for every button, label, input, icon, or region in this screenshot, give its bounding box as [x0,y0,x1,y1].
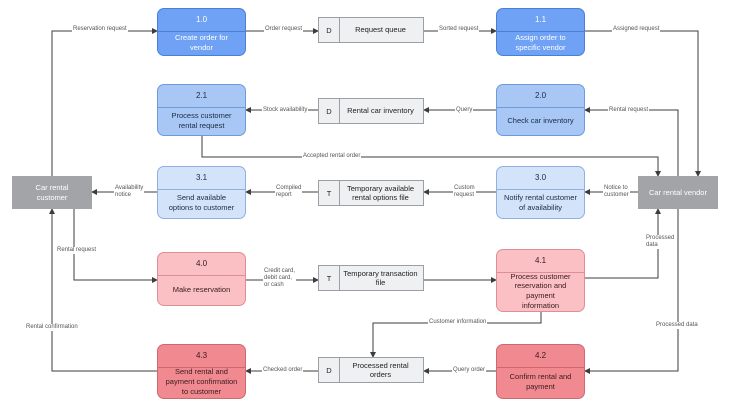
process-name: Make reservation [172,284,231,294]
process-name: Process customer rental request [171,110,232,130]
flow-label-checked-order: Checked order [262,367,304,375]
process-4-0[interactable]: 4.0 Make reservation [157,252,246,306]
process-id: 3.0 [534,173,547,182]
flow-label-rental-request-vendor: Rental request [608,107,650,115]
flow-label-rental-request-customer: Rental request [56,247,98,255]
flow-label-processed-data-lower: Processed data [655,322,699,330]
process-name: Assign order to specific vendor [515,32,566,52]
store-name: Temporary available rental options file [346,183,415,202]
process-name: Create order for vendor [175,32,228,52]
flow-label-payment-method: Credit card, debit card, or cash [263,268,297,290]
process-name: Notify rental customer of availability [504,193,577,212]
store-processed-rental-orders[interactable]: D Processed rental orders [318,357,424,383]
process-4-3[interactable]: 4.3 Send rental and payment confirmation… [157,344,246,399]
flow-label-availability-notice: Availability notice [114,185,145,200]
process-id: 3.1 [195,173,208,182]
conn-processed-data-upper [585,208,661,279]
process-3-1[interactable]: 3.1 Send available options to customer [157,166,246,219]
flow-label-customer-information: Customer information [428,319,488,327]
store-name: Rental car inventory [347,106,414,116]
flow-label-stock-availability: Stock availability [262,107,309,115]
conn-rental-request-vendor [584,107,679,176]
process-id: 1.0 [195,15,208,24]
process-id: 4.1 [534,256,547,265]
flow-label-sorted-request: Sorted request [438,26,480,34]
store-type: D [319,18,340,42]
flow-label-query: Query [455,107,474,115]
flow-label-compiled-report: Compiled report [275,185,303,200]
process-1-0[interactable]: 1.0 Create order for vendor [157,8,246,56]
store-type: T [319,181,340,205]
flow-label-order-request: Order request [264,26,304,34]
process-id: 2.0 [534,91,547,100]
conn-rental-request-cust [73,209,158,283]
process-4-2[interactable]: 4.2 Confirm rental and payment [496,344,585,399]
flow-label-assigned-request: Assigned request [612,26,661,34]
process-name: Check car inventory [507,115,574,125]
process-name: Send rental and payment confirmation to … [165,367,238,396]
flow-label-processed-data-upper: Processed data [645,235,676,250]
process-3-0[interactable]: 3.0 Notify rental customer of availabili… [496,166,585,219]
store-name: Request queue [355,25,406,35]
flow-label-notice-to-customer: Notice to customer [603,185,630,200]
store-type: D [319,358,340,382]
store-name: Temporary transaction file [343,268,418,287]
flow-label-reservation-request: Reservation request [72,26,128,34]
process-2-0[interactable]: 2.0 Check car inventory [496,84,585,136]
flow-label-query-order: Query order [452,367,487,375]
process-id: 2.1 [195,91,208,100]
flow-label-rental-confirmation: Rental confirmation [25,324,79,332]
flow-label-custom-request: Custom request [453,185,476,200]
entity-car-rental-customer[interactable]: Car rental customer [12,176,92,209]
process-id: 4.0 [195,259,208,268]
process-1-1[interactable]: 1.1 Assign order to specific vendor [496,8,585,56]
process-name: Confirm rental and payment [509,372,572,391]
conn-rental-confirmation [49,208,157,372]
conn-accepted-rental-order [201,136,661,177]
store-name: Processed rental orders [352,360,409,379]
process-name: Send available options to customer [168,193,235,212]
flow-label-accepted-rental-order: Accepted rental order [302,153,362,161]
process-id: 1.1 [534,15,547,24]
process-id: 4.2 [534,351,547,360]
process-2-1[interactable]: 2.1 Process customer rental request [157,84,246,136]
store-rental-car-inventory[interactable]: D Rental car inventory [318,98,424,124]
process-4-1[interactable]: 4.1 Process customer reservation and pay… [496,249,585,312]
conn-processed-data-lower [584,209,679,374]
store-type: T [319,266,340,290]
store-type: D [319,99,340,123]
entity-car-rental-vendor[interactable]: Car rental vendor [638,176,718,209]
store-request-queue[interactable]: D Request queue [318,17,424,43]
store-temporary-transaction-file[interactable]: T Temporary transaction file [318,265,424,291]
process-id: 4.3 [195,351,208,360]
conn-assigned-request [585,30,701,177]
process-name: Process customer reservation and payment… [510,271,571,310]
conn-reservation-request [51,28,158,176]
store-temporary-available-rental-options-file[interactable]: T Temporary available rental options fil… [318,180,424,206]
